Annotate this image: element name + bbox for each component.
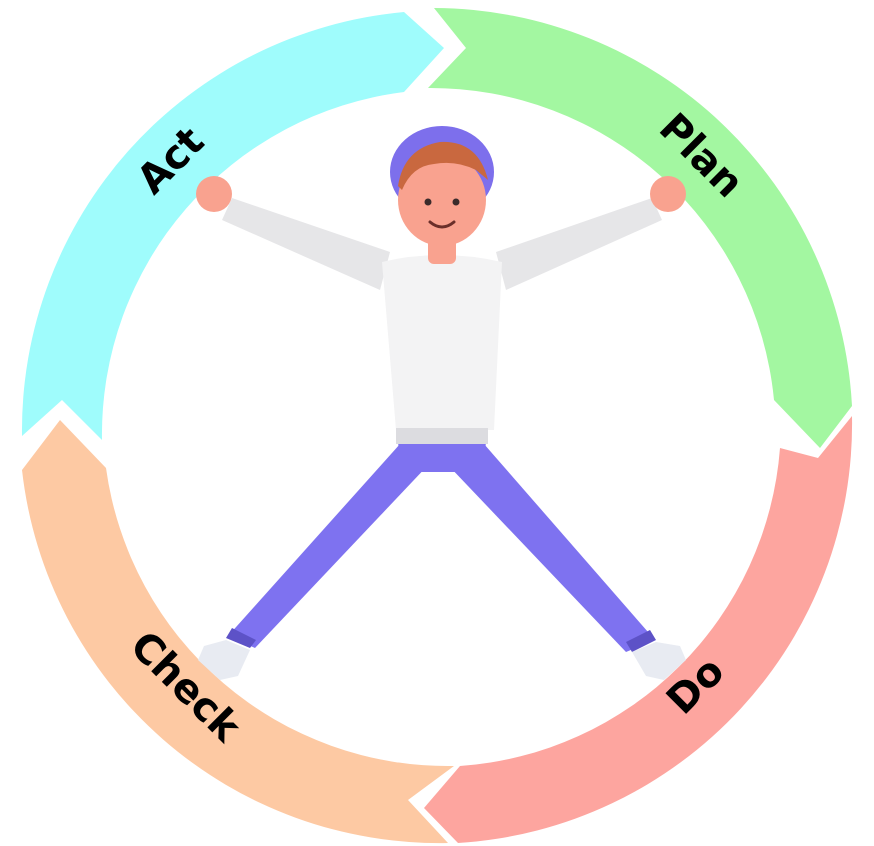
left-arm bbox=[222, 198, 390, 290]
act-arc bbox=[22, 12, 444, 440]
left-hand bbox=[196, 176, 232, 212]
right-eye bbox=[453, 199, 460, 206]
right-hand bbox=[650, 176, 686, 212]
shirt-hem bbox=[396, 428, 488, 444]
torso bbox=[382, 255, 502, 430]
right-arm bbox=[496, 198, 662, 290]
hips bbox=[398, 440, 486, 472]
person-illustration bbox=[196, 126, 686, 680]
right-leg bbox=[428, 444, 655, 652]
left-eye bbox=[425, 199, 432, 206]
left-leg bbox=[228, 444, 448, 648]
